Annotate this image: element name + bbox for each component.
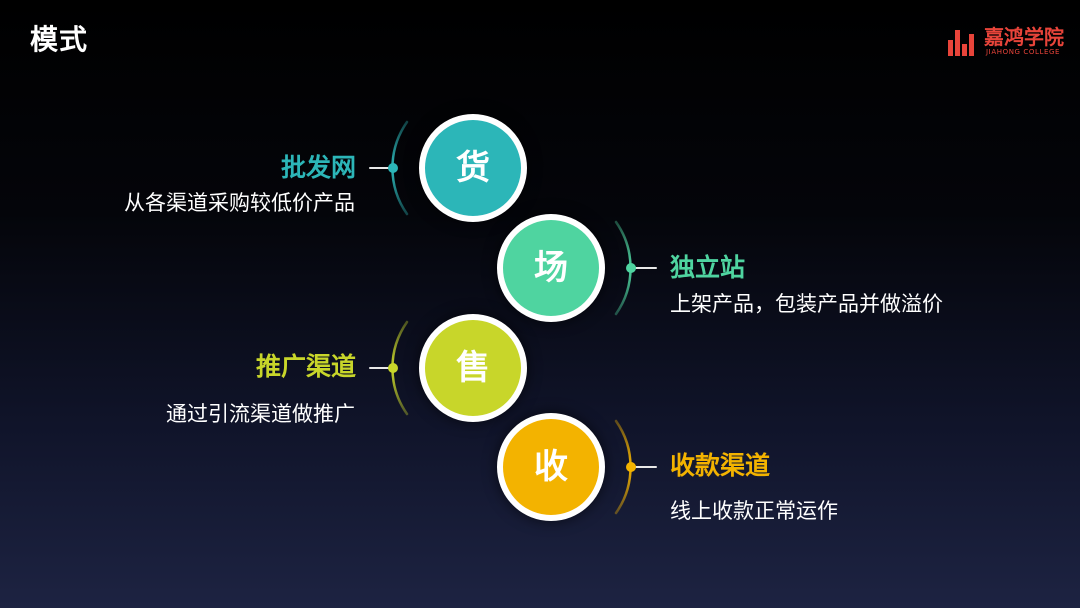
logo-subtitle: JIAHONG COLLEGE (986, 48, 1061, 56)
slide-title: 模式 (30, 23, 89, 56)
logo-name: 嘉鸿学院 (984, 25, 1064, 49)
connector-dot (626, 263, 636, 273)
stage-heading: 批发网 (280, 153, 356, 182)
stage-char: 收 (534, 447, 568, 487)
stage-heading: 收款渠道 (670, 451, 771, 480)
stage-circle: 售 (419, 314, 527, 422)
stage-heading: 独立站 (670, 253, 746, 282)
stage-char: 场 (534, 248, 568, 288)
bar-chart-logo-icon (948, 30, 974, 56)
brand-logo: 嘉鸿学院 JIAHONG COLLEGE (948, 26, 1072, 58)
stage-circle: 场 (497, 214, 605, 322)
stage-circle: 收 (497, 413, 605, 521)
stage-description: 从各渠道采购较低价产品 (124, 191, 355, 215)
stage-char: 货 (456, 148, 490, 188)
connector-dot (388, 363, 398, 373)
stage-description: 上架产品，包装产品并做溢价 (670, 292, 943, 316)
stage-description: 线上收款正常运作 (670, 499, 838, 523)
stage-heading: 推广渠道 (255, 352, 356, 381)
connector-dot (388, 163, 398, 173)
stage-circle: 货 (419, 114, 527, 222)
stage-char: 售 (456, 348, 490, 388)
stage-description: 通过引流渠道做推广 (166, 402, 355, 426)
connector-dot (626, 462, 636, 472)
